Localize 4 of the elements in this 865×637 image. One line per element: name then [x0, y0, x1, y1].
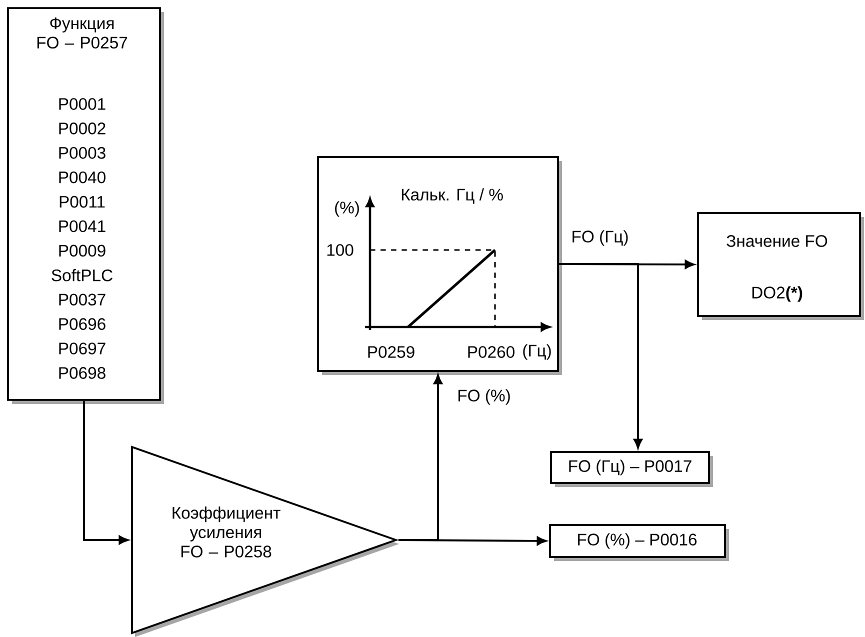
edge-label: FO (%)	[455, 387, 513, 407]
edge-label: FO (Гц)	[569, 228, 631, 248]
arrow	[83, 400, 128, 544]
arrow	[398, 536, 546, 546]
